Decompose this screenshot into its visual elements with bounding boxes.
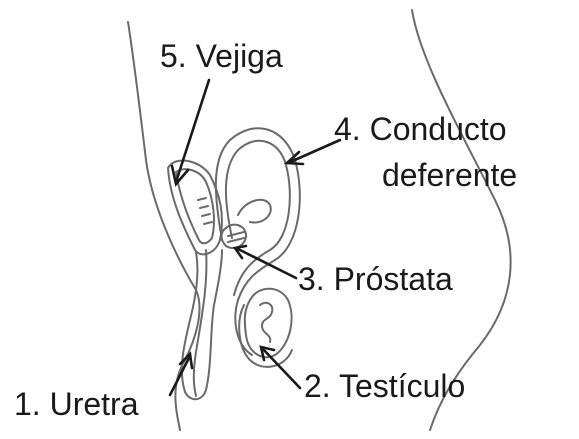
urethra-outer: [182, 250, 222, 399]
pointer-testiculo: [262, 348, 300, 388]
prostate-shape: [222, 225, 247, 248]
label-uretra: 1. Uretra: [14, 388, 138, 420]
label-vejiga: 5. Vejiga: [160, 40, 283, 72]
seminal-vesicle: [238, 200, 271, 223]
label-conducto-line1: 4. Conducto: [334, 113, 507, 145]
pointer-uretra: [170, 356, 190, 395]
label-prostata: 3. Próstata: [298, 263, 453, 295]
urethra-inner: [194, 250, 207, 396]
label-conducto-line2: deferente: [382, 159, 517, 191]
testicle-outline: [245, 289, 292, 358]
label-testiculo: 2. Testículo: [304, 370, 465, 402]
pointer-conducto: [288, 140, 340, 163]
body-contour-left: [128, 22, 200, 430]
body-contour-right: [412, 10, 511, 430]
pointer-vejiga: [176, 80, 209, 182]
